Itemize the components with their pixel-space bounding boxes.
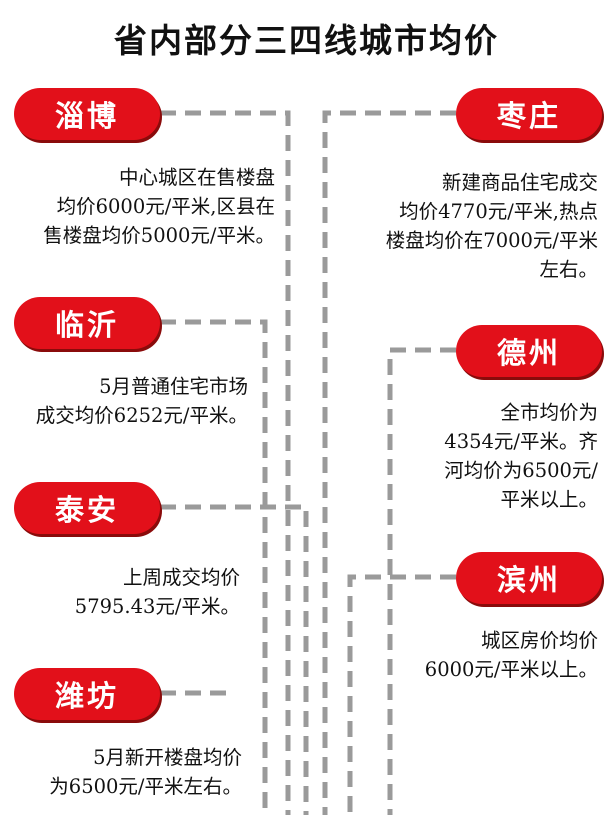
city-label-dezhou: 德州 — [456, 325, 602, 377]
city-label-binzhou: 滨州 — [456, 552, 602, 604]
city-desc-dezhou: 全市均价为 4354元/平米。齐 河均价为6500元/ 平米以上。 — [444, 401, 598, 511]
city-desc-zibo: 中心城区在售楼盘 均价6000元/平米,区县在 售楼盘均价5000元/平米。 — [43, 166, 275, 247]
city-label-zaozhuang: 枣庄 — [456, 88, 602, 140]
city-desc-zaozhuang: 新建商品住宅成交 均价4770元/平米,热点 楼盘均价在7000元/平米 左右。 — [385, 171, 598, 281]
connector-linyi — [160, 319, 268, 815]
city-desc-linyi: 5月普通住宅市场 成交均价6252元/平米。 — [35, 375, 248, 427]
connector-dezhou — [387, 347, 456, 815]
connector-taian — [160, 504, 309, 815]
connector-zibo — [160, 110, 291, 815]
city-label-zibo: 淄博 — [14, 88, 160, 140]
city-label-linyi: 临沂 — [14, 297, 160, 349]
city-desc-weifang: 5月新开楼盘均价 为6500元/平米左右。 — [49, 746, 242, 798]
city-desc-binzhou: 城区房价均价 6000元/平米以上。 — [424, 629, 598, 681]
page-title: 省内部分三四线城市均价 — [114, 21, 499, 60]
connector-binzhou — [347, 574, 456, 815]
city-label-taian: 泰安 — [14, 482, 160, 534]
city-label-weifang: 潍坊 — [14, 668, 160, 720]
city-desc-taian: 上周成交均价 5795.43元/平米。 — [74, 566, 240, 618]
connector-zaozhuang — [322, 110, 456, 815]
